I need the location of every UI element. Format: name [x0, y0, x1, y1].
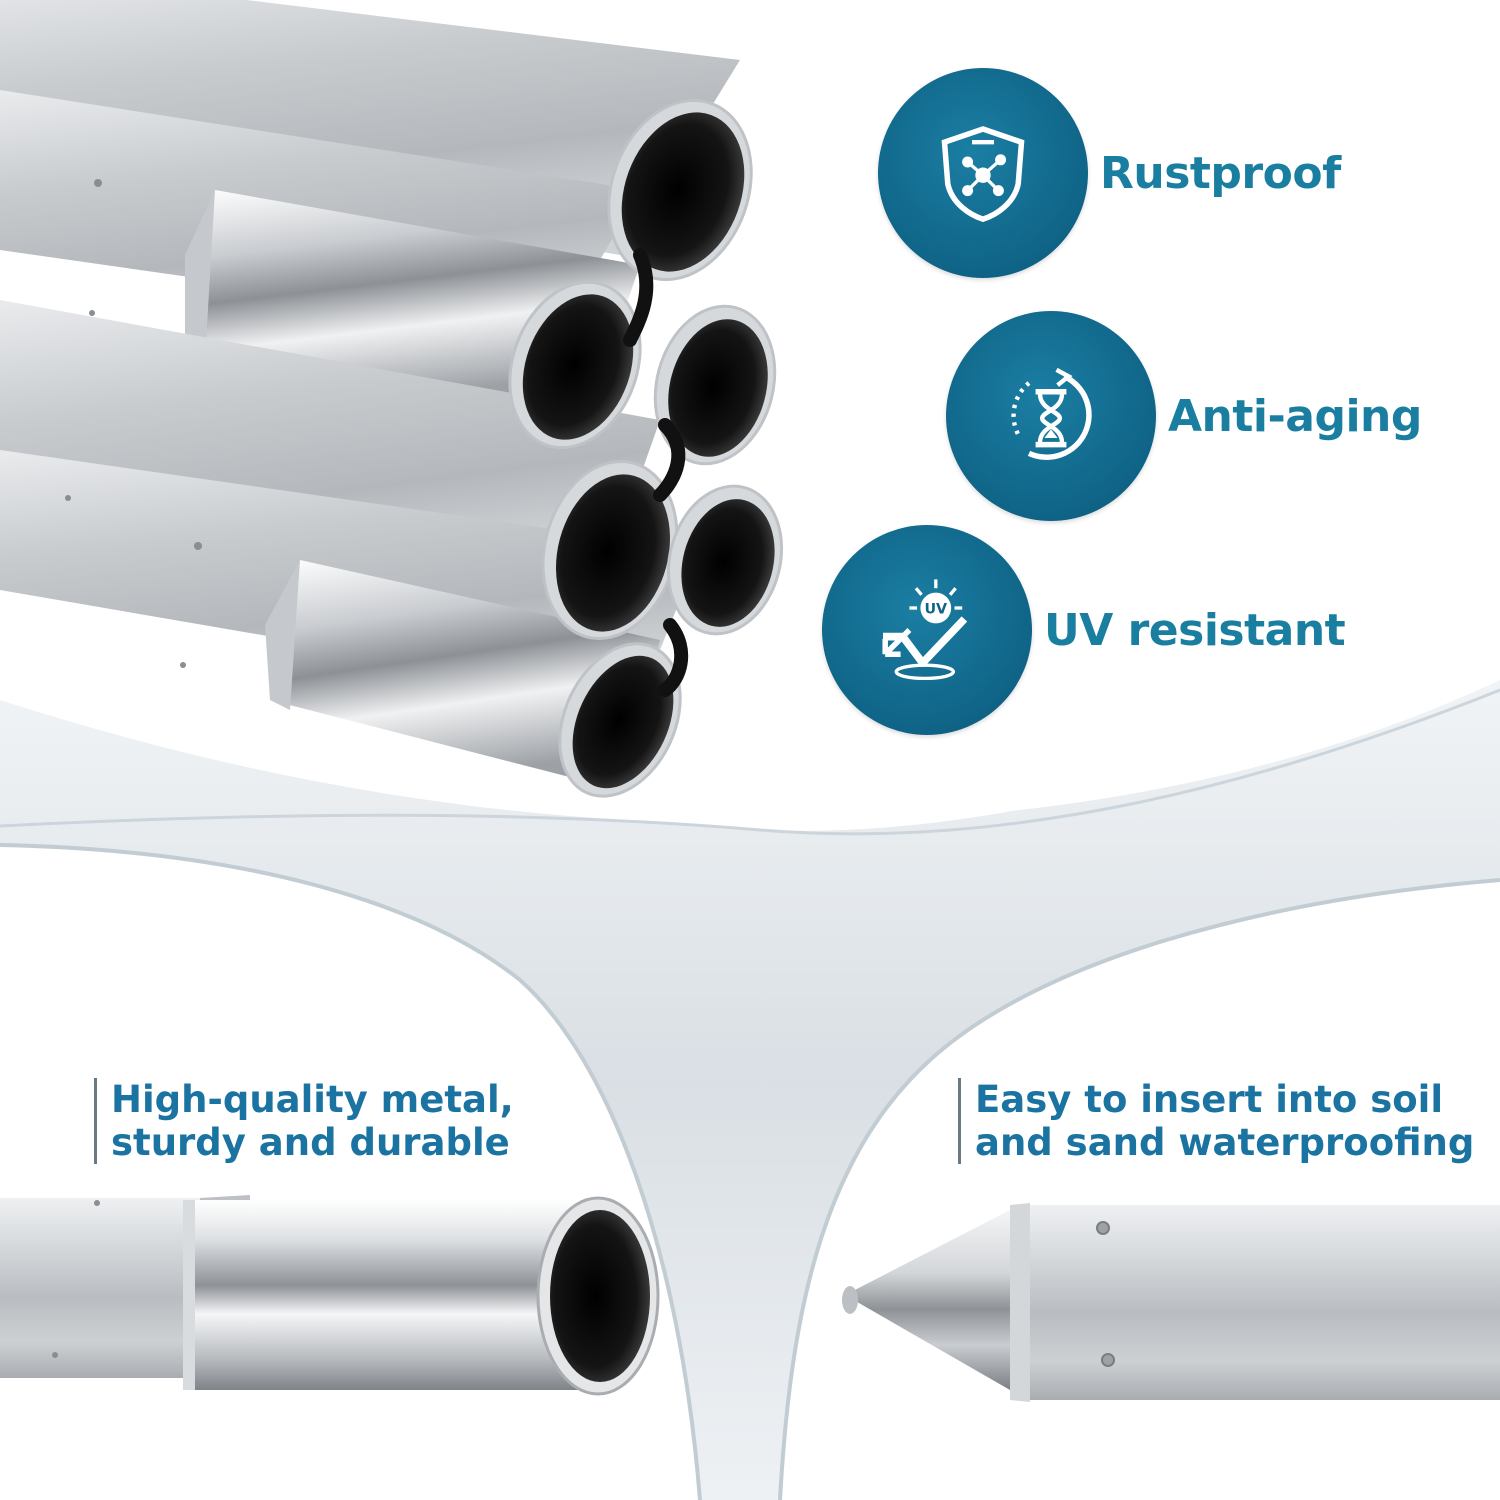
- feature-uv-resistant: UV UV resistant: [822, 525, 1346, 735]
- feature-label-uv-resistant: UV resistant: [1044, 604, 1346, 656]
- uv-sun-icon: UV: [822, 525, 1032, 735]
- caption-right-line2: and sand waterproofing: [975, 1121, 1475, 1164]
- feature-rustproof: Rustproof: [878, 68, 1341, 278]
- caption-left-line1: High-quality metal,: [111, 1078, 514, 1121]
- feature-label-rustproof: Rustproof: [1100, 147, 1341, 199]
- pipe-bundle: [0, 0, 784, 798]
- pipe-end-5: [666, 484, 784, 636]
- pipe-end-2: [508, 280, 642, 450]
- svg-text:UV: UV: [924, 602, 947, 618]
- shield-molecule-icon: [878, 68, 1088, 278]
- feature-anti-aging: Anti-aging: [946, 311, 1422, 521]
- joint-pipe: [0, 1195, 660, 1396]
- caption-right: Easy to insert into soil and sand waterp…: [958, 1078, 1474, 1164]
- pipe-end-3: [653, 304, 777, 466]
- caption-left-line2: sturdy and durable: [111, 1121, 510, 1164]
- feature-label-anti-aging: Anti-aging: [1168, 390, 1422, 442]
- pipe-end-6: [558, 642, 682, 798]
- pipe-end-4: [541, 459, 679, 641]
- hourglass-icon: [946, 311, 1156, 521]
- caption-left: High-quality metal, sturdy and durable: [94, 1078, 514, 1164]
- cone-tip-pipe: [842, 1203, 1500, 1402]
- caption-right-line1: Easy to insert into soil: [975, 1078, 1444, 1121]
